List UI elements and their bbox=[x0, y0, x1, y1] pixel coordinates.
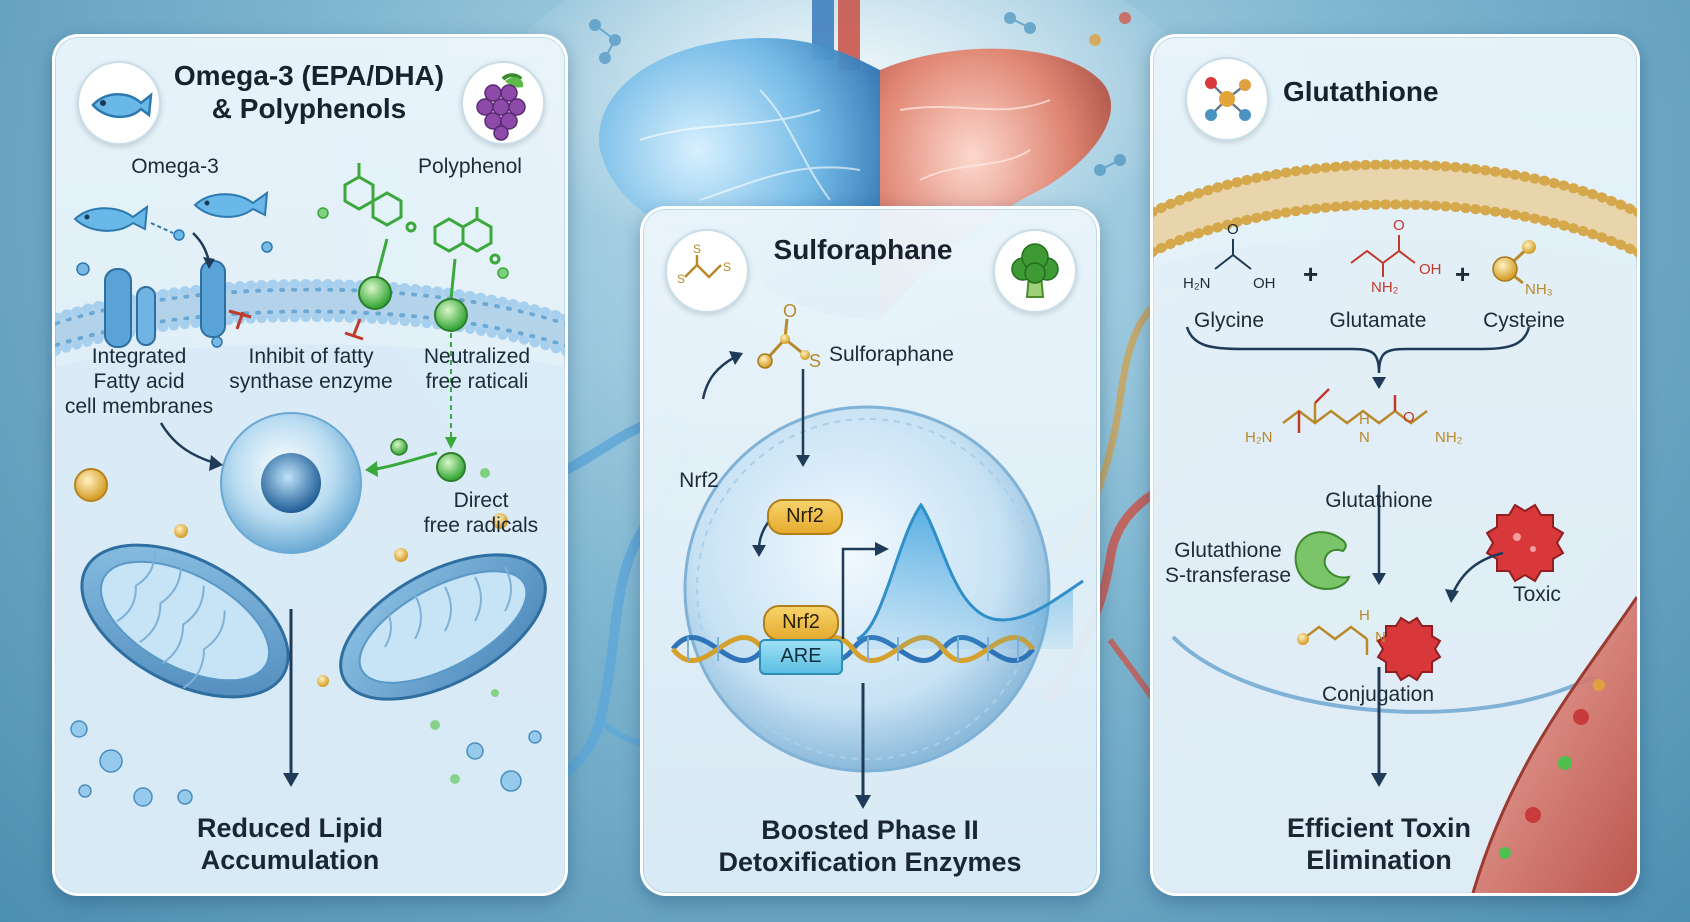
conjugate-formula-n: N bbox=[1375, 629, 1386, 646]
omega3-polyphenols-panel: Omega-3 (EPA/DHA) & Polyphenols Omega-3 … bbox=[52, 34, 568, 896]
glutathione-formula-nh2: NH₂ bbox=[1435, 429, 1463, 446]
plus-sign-1: + bbox=[1303, 259, 1319, 289]
glutamate-structure bbox=[1350, 235, 1416, 277]
svg-text:S: S bbox=[677, 272, 685, 286]
svg-text:O: O bbox=[783, 301, 797, 321]
toxic-label: Toxic bbox=[1513, 583, 1561, 606]
fish-icon bbox=[91, 92, 153, 118]
nrf2-label: Nrf2 bbox=[679, 469, 719, 492]
svg-text:S: S bbox=[723, 260, 731, 274]
molecule-icon bbox=[1205, 77, 1251, 121]
nrf2-pill-cytoplasm: Nrf2 bbox=[767, 499, 843, 535]
glutathione-formula-h: H bbox=[1359, 411, 1370, 428]
broccoli-icon bbox=[1011, 243, 1059, 298]
reduced-lipid-outcome: Reduced Lipid Accumulation bbox=[196, 813, 383, 875]
sulfur-molecule-icon: S S S bbox=[677, 242, 731, 286]
polyphenol-molecule bbox=[343, 163, 501, 265]
cysteine-structure bbox=[1492, 240, 1536, 285]
panel-title: Omega-3 (EPA/DHA) & Polyphenols bbox=[173, 60, 445, 125]
cysteine-label: Cysteine bbox=[1483, 309, 1565, 332]
conjugate-structure bbox=[1297, 616, 1442, 682]
direct-free-radicals-label: Direct free radicals bbox=[423, 489, 539, 537]
glutamate-formula-oh: OH bbox=[1419, 261, 1442, 278]
glutathione-illustration bbox=[1153, 159, 1637, 893]
molecule-badge bbox=[1185, 57, 1269, 141]
integrated-fatty-acid-label: Integrated Fatty acid cell membranes bbox=[64, 345, 214, 418]
cell-membrane bbox=[1153, 159, 1637, 258]
cell-membrane bbox=[55, 260, 565, 357]
efficient-toxin-elimination-outcome: Efficient Toxin Elimination bbox=[1286, 813, 1471, 875]
sulforaphane-label: Sulforaphane bbox=[829, 343, 954, 366]
fish-icon bbox=[193, 190, 269, 218]
glutamate-formula-nh2: NH₂ bbox=[1371, 279, 1399, 296]
cysteine-formula-nh3: NH₃ bbox=[1525, 281, 1553, 298]
glutathione-label: Glutathione bbox=[1325, 489, 1433, 512]
cell-icon bbox=[220, 412, 362, 554]
glycine-formula-o: O bbox=[1227, 221, 1239, 238]
svg-text:S: S bbox=[693, 242, 701, 256]
fish-icon bbox=[73, 204, 149, 232]
glycine-formula-h2n: H₂N bbox=[1183, 275, 1211, 292]
glutathione-structure bbox=[1282, 388, 1428, 433]
conjugation-label: Conjugation bbox=[1321, 683, 1435, 706]
panel-title: Sulforaphane bbox=[773, 234, 953, 265]
are-element: ARE bbox=[759, 639, 843, 675]
glutathione-formula-n: N bbox=[1359, 429, 1370, 446]
sulforaphane-illustration: O S bbox=[671, 301, 1084, 809]
sulfur-molecule-badge: S S S bbox=[665, 229, 749, 313]
sulforaphane-molecule: O S bbox=[757, 301, 821, 371]
inhibit-fatty-synthase-label: Inhibit of fatty synthase enzyme bbox=[229, 345, 393, 393]
broccoli-badge bbox=[993, 229, 1077, 313]
nrf2-pill-dna: Nrf2 bbox=[763, 605, 839, 641]
boosted-phase2-outcome: Boosted Phase II Detoxification Enzymes bbox=[718, 815, 1022, 877]
glycine-label: Glycine bbox=[1193, 309, 1265, 332]
glutamate-formula-o: O bbox=[1393, 217, 1405, 234]
nucleus-icon bbox=[683, 405, 1051, 773]
glutathione-panel: Glutathione H₂N O OH + O OH NH₂ + NH₃ Gl… bbox=[1150, 34, 1640, 896]
omega3-polyphenols-illustration bbox=[55, 163, 565, 893]
fish-icon-badge bbox=[77, 61, 161, 145]
glycine-formula-oh: OH bbox=[1253, 275, 1276, 292]
neutralized-free-radicals-label: Neutralized free raticali bbox=[423, 345, 531, 393]
glycine-structure bbox=[1214, 239, 1252, 270]
mitochondria-icon bbox=[339, 553, 547, 701]
toxin-icon bbox=[1485, 503, 1565, 583]
sulforaphane-panel: O S bbox=[640, 206, 1100, 896]
glutathione-formula-o: O bbox=[1403, 409, 1415, 426]
panel-title: Glutathione bbox=[1283, 76, 1439, 107]
plus-sign-2: + bbox=[1455, 259, 1471, 289]
omega3-label: Omega-3 bbox=[131, 155, 219, 178]
blood-vessel bbox=[1471, 596, 1637, 893]
grapes-icon bbox=[476, 73, 526, 141]
grapes-icon-badge bbox=[461, 61, 545, 145]
mitochondria-icon bbox=[80, 543, 290, 699]
inhibition-marks bbox=[228, 309, 364, 341]
glutathione-s-transferase-label: Glutathione S-transferase bbox=[1164, 539, 1292, 587]
enzyme-icon bbox=[1294, 531, 1351, 591]
polyphenol-label: Polyphenol bbox=[418, 155, 522, 178]
conjugate-formula-h: H bbox=[1359, 607, 1370, 624]
svg-text:S: S bbox=[809, 351, 821, 371]
glutathione-formula-h2n: H₂N bbox=[1245, 429, 1273, 446]
glutamate-label: Glutamate bbox=[1329, 309, 1427, 332]
